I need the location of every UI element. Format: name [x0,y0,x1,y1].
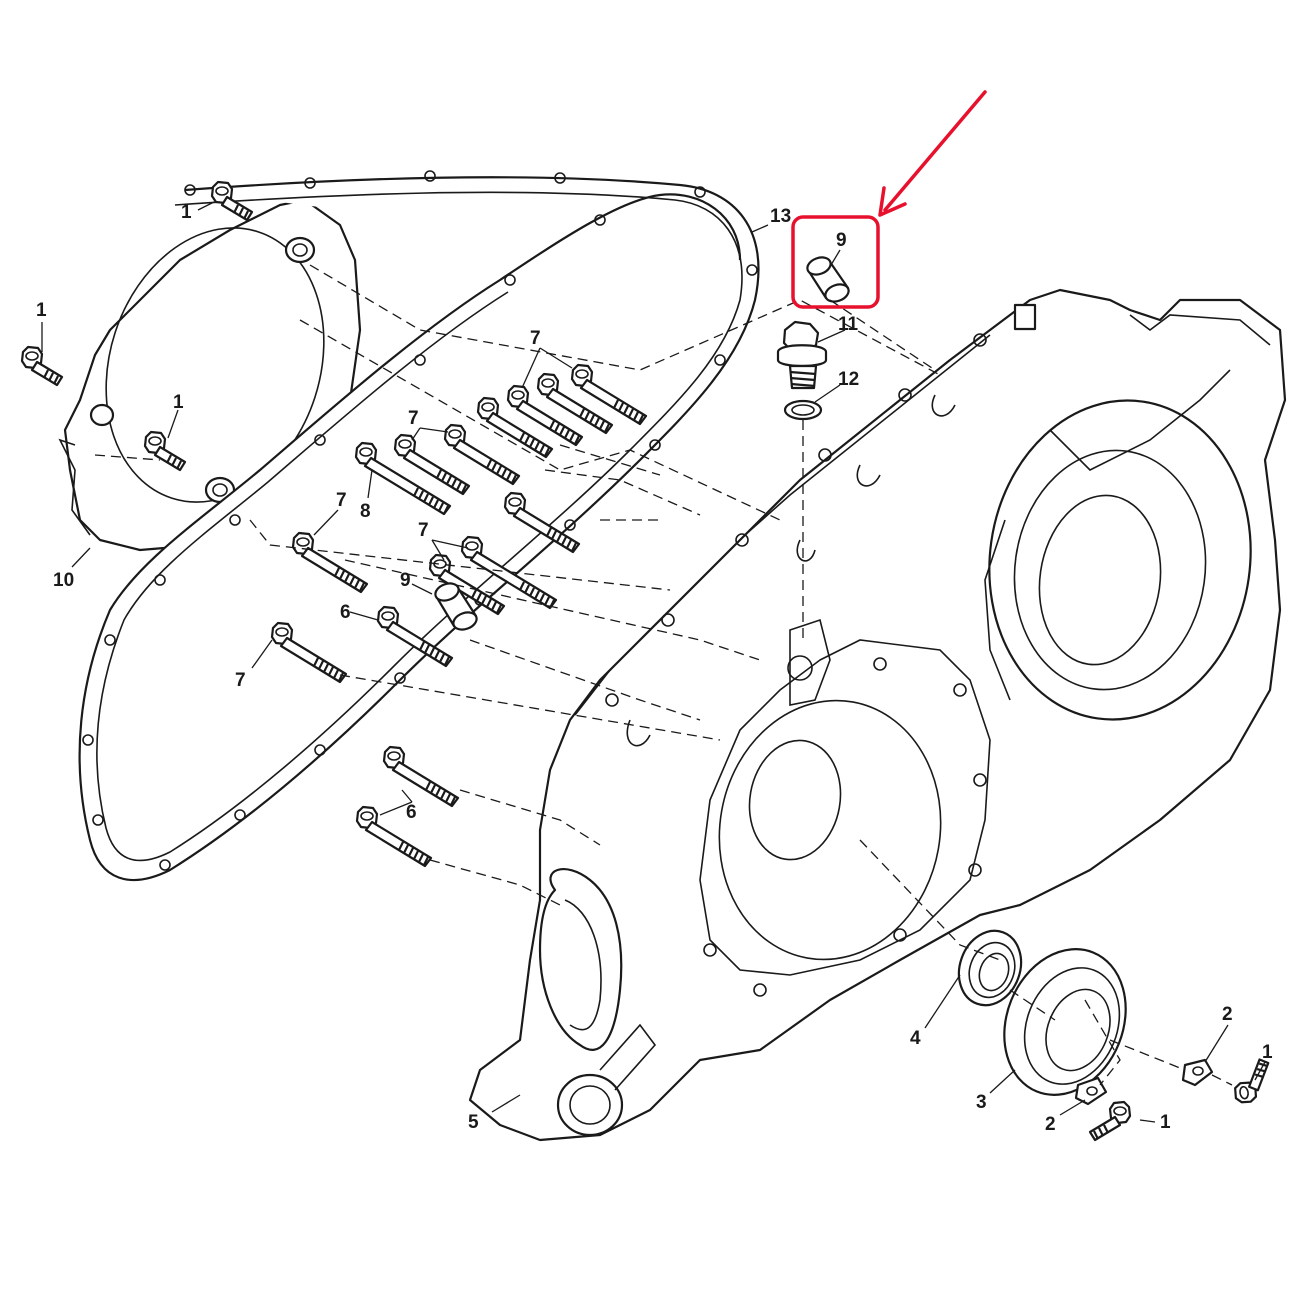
bolt-part-1-left [20,345,64,387]
gasket-part-13 [78,170,760,882]
bolt-part-6-low [355,805,433,868]
leader-lines [41,201,1266,1123]
callout-1-left: 1 [36,300,47,321]
highlight-arrow-shaft [883,90,987,212]
callout-6-lower: 6 [406,802,417,823]
drain-plug-part-11 [776,320,828,390]
callout-5: 5 [468,1112,479,1133]
assembly-lines [94,264,1233,1086]
callout-7-upper: 7 [408,408,419,429]
callout-10: 10 [53,570,74,591]
callout-1-far-right: 1 [1262,1042,1273,1063]
washer-part-12 [783,399,823,421]
callout-4: 4 [910,1028,921,1049]
bolt-part-1-far-right [1228,1057,1276,1106]
plate-part-2-lower [1074,1076,1108,1106]
callout-9-mid: 9 [400,570,411,591]
callout-3: 3 [976,1092,987,1113]
callout-7-bottom: 7 [235,670,246,691]
dowel-pin-part-9-mid [434,582,478,631]
callout-1-lower-right: 1 [1160,1112,1171,1133]
callout-1-top: 1 [181,202,192,223]
crankcase-housing-part-5 [468,288,1287,1142]
callout-8: 8 [360,501,371,522]
dowel-pin-part-9-highlighted [806,256,850,303]
callout-labels: 1 1 1 1 1 2 2 3 4 5 6 6 7 7 7 7 7 8 9 9 … [36,202,1273,1135]
highlight-box [791,215,880,309]
callout-2-lower: 2 [1045,1114,1056,1135]
callout-7-left: 7 [336,490,347,511]
callout-6-upper: 6 [340,602,351,623]
callout-9-highlighted: 9 [836,230,847,251]
callout-13: 13 [770,206,791,227]
bolt-part-6-mid [382,745,460,808]
callout-12: 12 [838,369,859,390]
bolt-part-1-lower-right [1088,1100,1132,1142]
highlight-arrow-head-icon [878,186,907,217]
callout-1-inner: 1 [173,392,184,413]
plate-part-2-right [1181,1058,1214,1087]
callout-2-right: 2 [1222,1004,1233,1025]
highlight-annotation [791,90,987,309]
callout-11: 11 [838,314,859,335]
callout-7-top: 7 [530,328,541,349]
oil-seal-part-4 [957,929,1023,1007]
callout-7-mid: 7 [418,520,429,541]
